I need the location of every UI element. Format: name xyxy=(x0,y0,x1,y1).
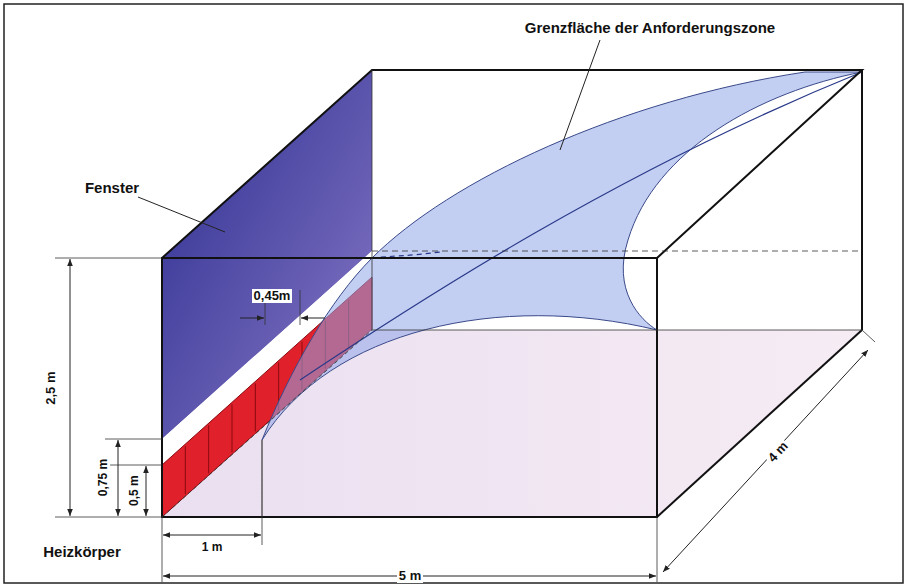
dimension-label: 0,5 m xyxy=(127,474,140,509)
radiator-rib xyxy=(185,446,186,494)
dimension-label: 1 m xyxy=(200,541,225,554)
window-label: Fenster xyxy=(83,180,141,197)
dimension-label: 4 m xyxy=(764,437,792,466)
radiator-rib xyxy=(255,383,256,431)
zone-curve xyxy=(300,72,862,380)
zone-surface xyxy=(262,72,862,440)
dimension-label: 0,45m xyxy=(252,289,293,303)
radiator-rib xyxy=(208,425,209,473)
floor xyxy=(162,330,862,517)
leader-lines xyxy=(138,40,600,232)
dimension-label: 2,5 m xyxy=(45,369,59,406)
dimension-label: 0,75 m xyxy=(97,457,110,498)
hidden-edges xyxy=(162,70,862,517)
frame xyxy=(4,4,903,583)
dimension-lines xyxy=(70,259,868,576)
room-edges xyxy=(162,70,862,517)
dimension-label: 5 m xyxy=(397,569,423,583)
zone-label: Grenzfläche der Anforderungszone xyxy=(523,20,777,37)
extension-lines xyxy=(55,258,875,582)
radiator-label: Heizkörper xyxy=(41,544,123,561)
radiator-rib xyxy=(232,404,233,452)
